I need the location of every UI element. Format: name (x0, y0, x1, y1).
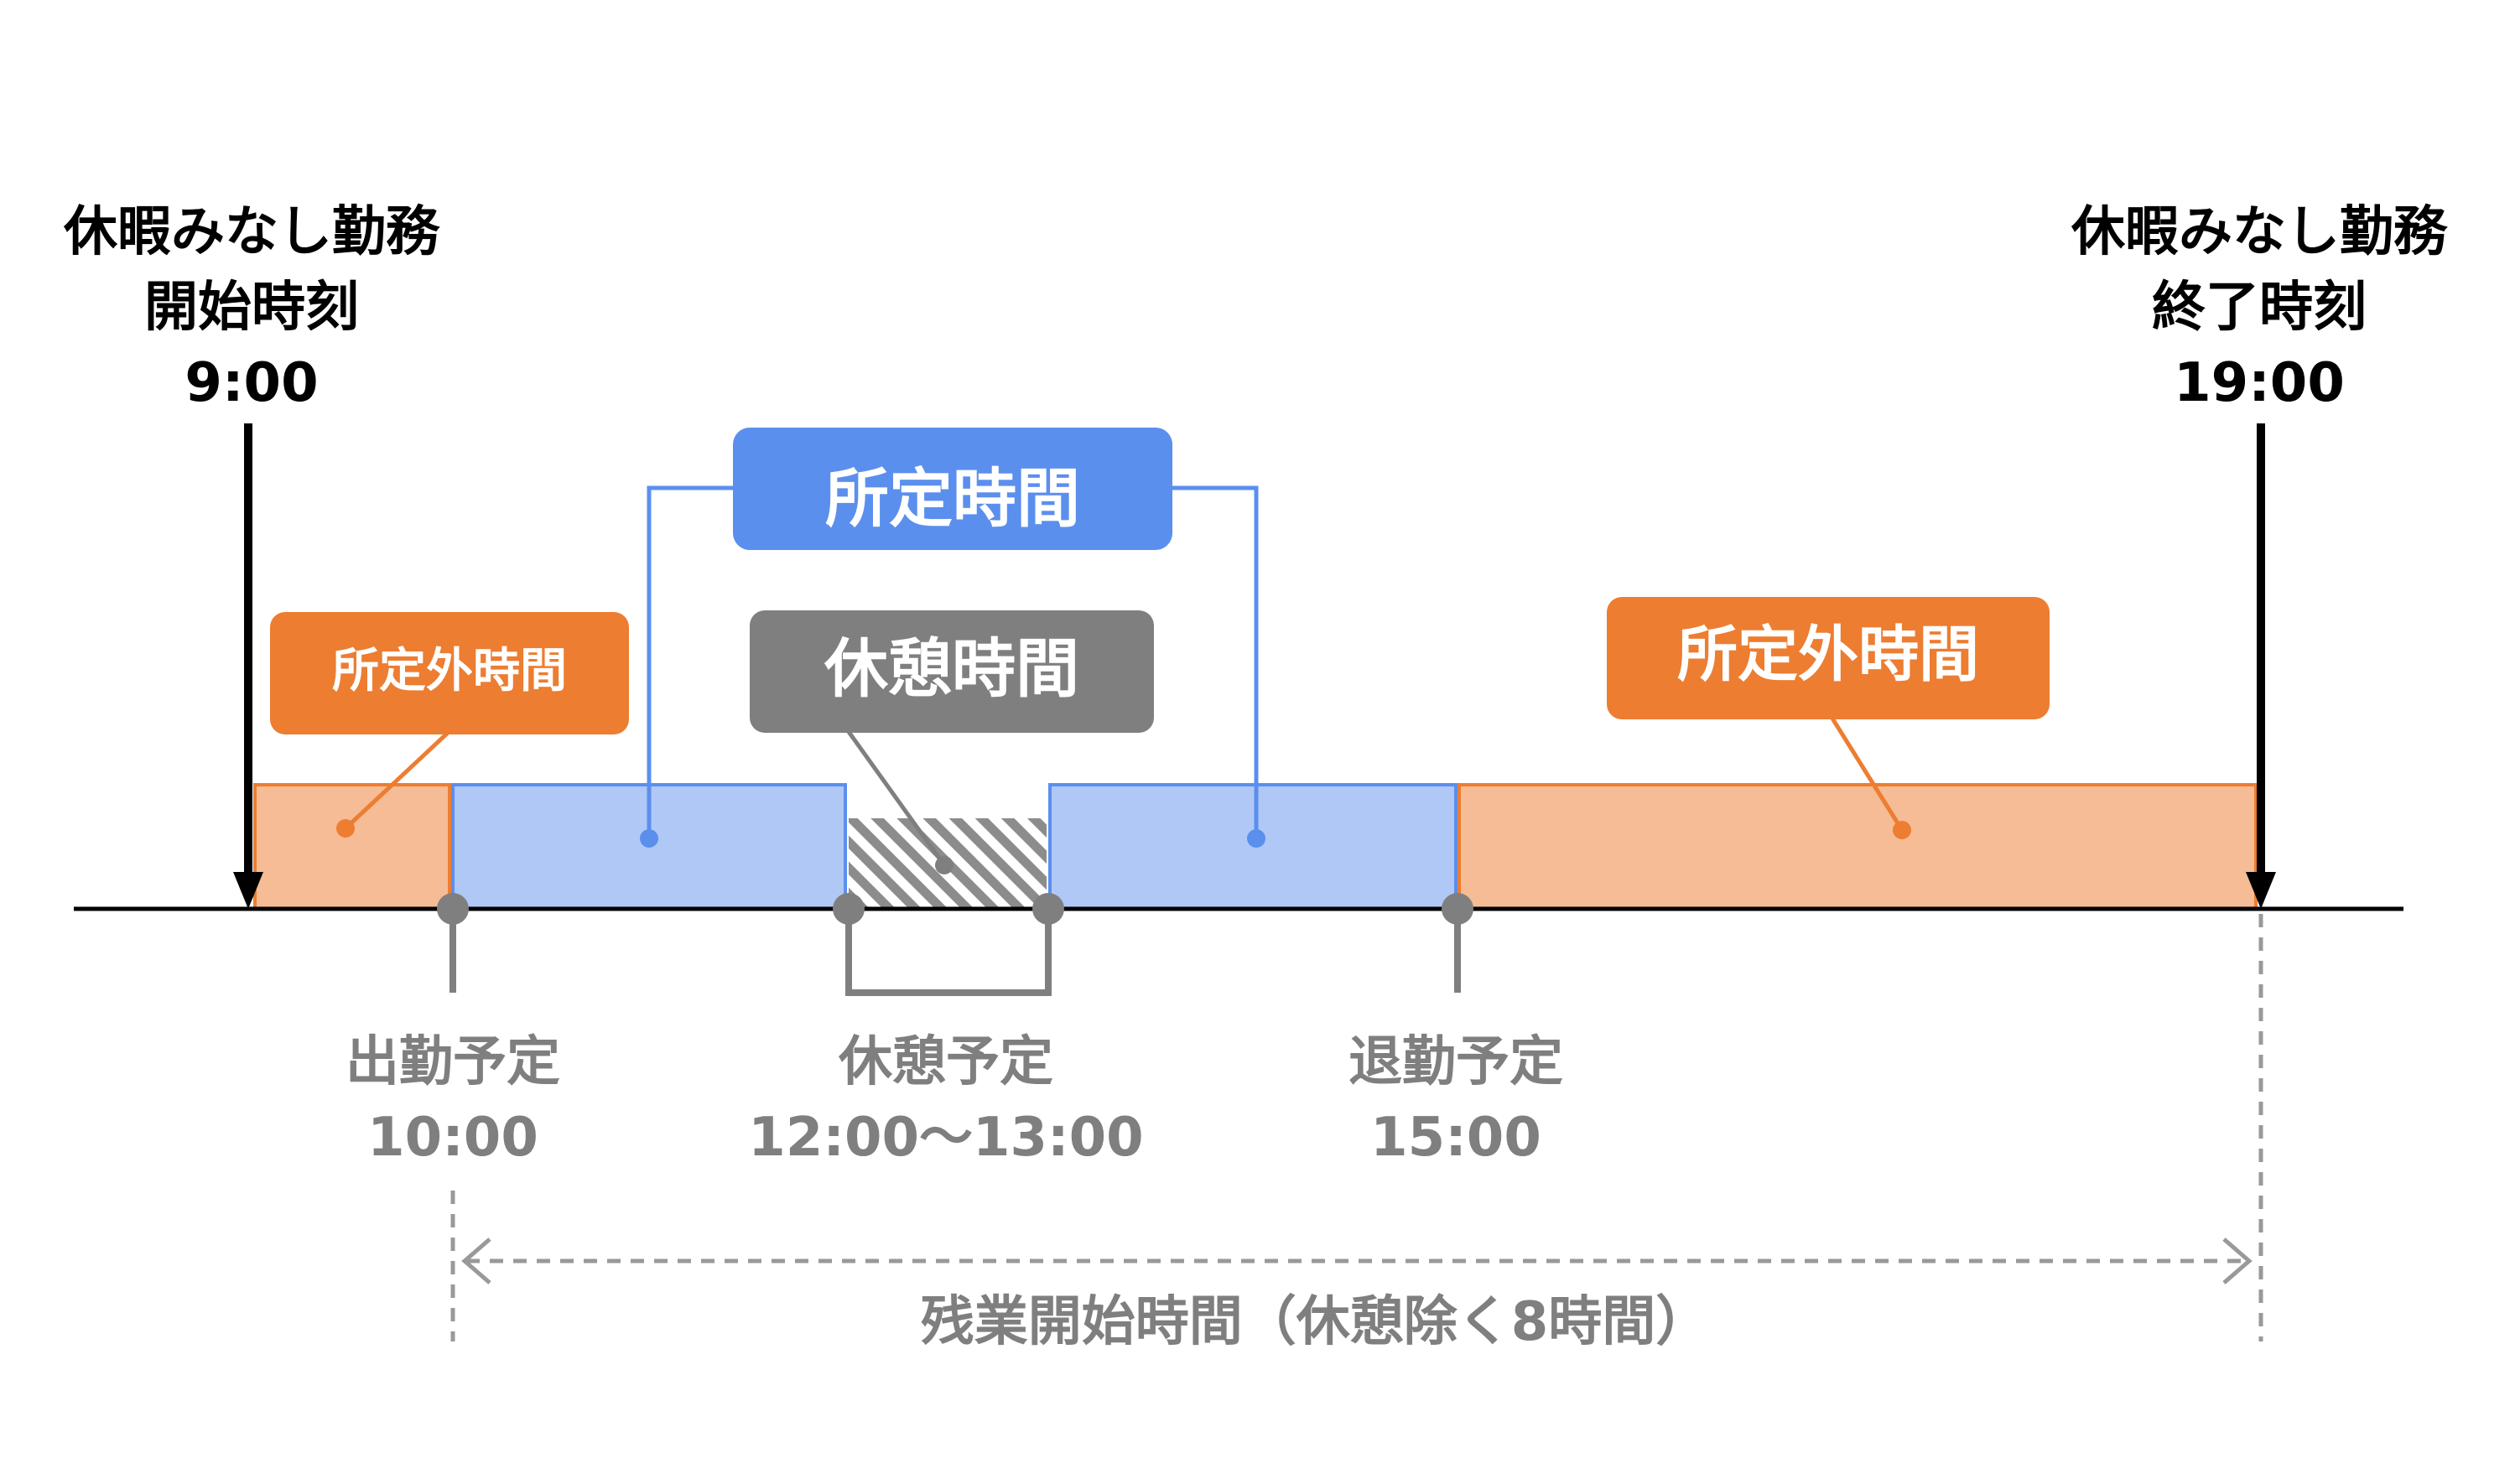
scheduled-label: 所定時間 (825, 461, 1080, 536)
break-label-box (750, 610, 1154, 733)
non-scheduled-right-pointer-dot (1893, 821, 1911, 839)
clock-in-label: 出勤予定 (346, 1031, 560, 1093)
break-end-marker-dot (1032, 893, 1064, 925)
start-arrow-head (233, 872, 263, 909)
non-scheduled-left-label: 所定外時間 (332, 644, 567, 698)
start-time: 9:00 (184, 352, 318, 414)
end-label-line2: 終了時刻 (2152, 277, 2367, 339)
start-label-line2: 開始時刻 (144, 277, 359, 339)
non-scheduled-right-label: 所定外時間 (1677, 620, 1979, 690)
non-scheduled-left-pointer-dot (336, 819, 355, 838)
clock-in-marker-dot (437, 893, 469, 925)
non-scheduled-right-pointer-line (1827, 713, 1904, 832)
overtime-label: 残業開始時間（休憩除く8時間） (921, 1291, 1710, 1353)
break-pointer-dot (935, 856, 954, 874)
scheduled-pointer-dot-left (640, 829, 658, 848)
non-scheduled-segment-right (1458, 783, 2258, 911)
scheduled-bracket-left (647, 485, 736, 838)
end-label-line1: 休暇みなし勤務 (2071, 201, 2448, 263)
clock-in-time: 10:00 (367, 1107, 538, 1169)
overtime-arrow-right (2222, 1238, 2253, 1284)
non-scheduled-left-pointer-line (344, 731, 449, 830)
break-scheduled-label: 休憩予定 (838, 1031, 1053, 1093)
overtime-arrow-left (461, 1238, 491, 1284)
clock-out-time: 15:00 (1370, 1107, 1541, 1169)
scheduled-label-box (733, 428, 1172, 550)
break-start-marker-dot (833, 893, 865, 925)
break-label: 休憩時間 (824, 631, 1079, 706)
scheduled-bracket-right (1172, 485, 1259, 838)
end-time: 19:00 (2174, 352, 2345, 414)
break-scheduled-time: 12:00〜13:00 (748, 1107, 1143, 1169)
start-label-line1: 休暇みなし勤務 (63, 201, 440, 263)
end-arrow-head (2246, 872, 2276, 909)
non-scheduled-right-label-box (1607, 597, 2050, 719)
break-pointer-line (844, 728, 947, 867)
scheduled-pointer-dot-right (1247, 829, 1265, 848)
non-scheduled-segment-left (253, 783, 451, 911)
clock-out-label: 退勤予定 (1348, 1031, 1563, 1093)
clock-out-marker-dot (1442, 893, 1473, 925)
break-marker-bracket (845, 909, 1052, 996)
non-scheduled-left-label-box (270, 612, 629, 734)
